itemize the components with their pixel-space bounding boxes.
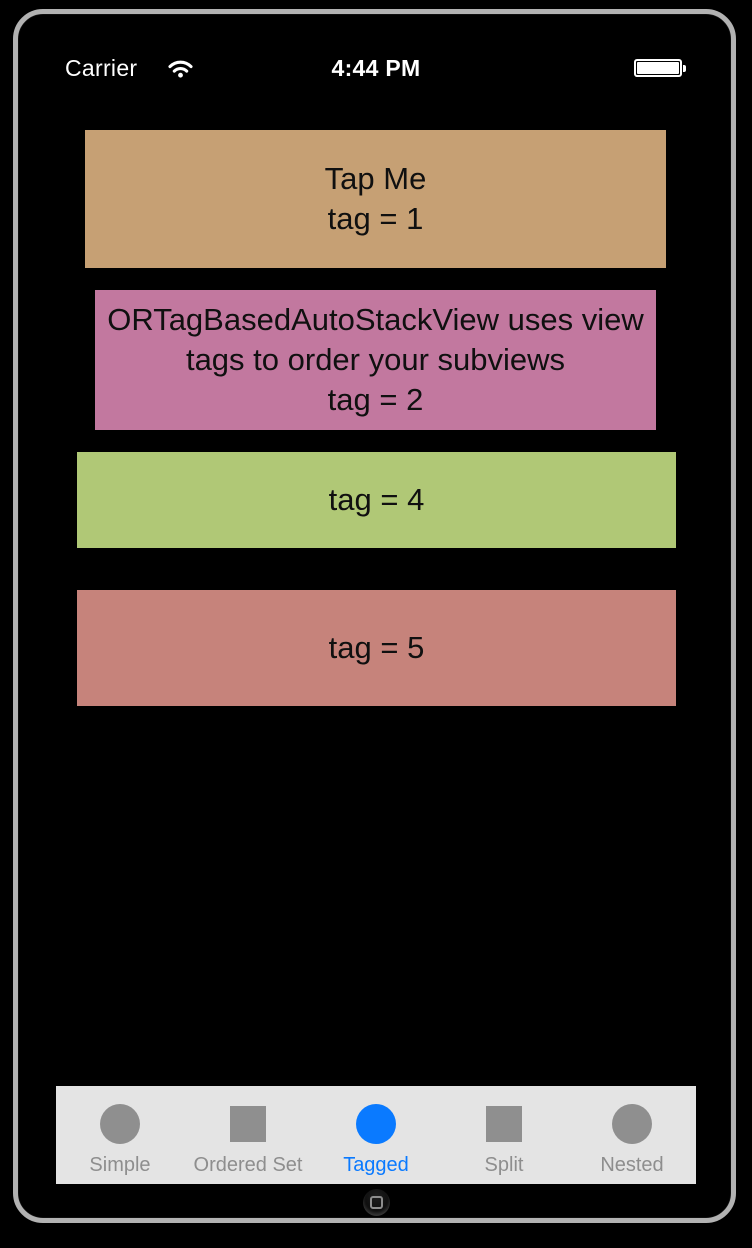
tab-label-tagged: Tagged [343, 1154, 409, 1176]
status-left-group: Carrier [65, 48, 193, 88]
time-label: 4:44 PM [331, 54, 421, 81]
screen: Carrier 4:44 PM Tap Me tag = 1 ORTagBase… [56, 48, 696, 1184]
stack-view-tag-5: tag = 5 [77, 590, 676, 706]
carrier-label: Carrier [65, 54, 138, 81]
circle-icon [356, 1104, 396, 1144]
tag-5-label: tag = 5 [328, 630, 425, 665]
tab-label-nested: Nested [600, 1154, 664, 1176]
stack-view-tag-1[interactable]: Tap Me tag = 1 [85, 130, 666, 268]
circle-icon [100, 1104, 140, 1144]
square-icon [230, 1106, 266, 1142]
tap-me-label: Tap Me [324, 161, 427, 196]
home-square-icon [370, 1196, 383, 1209]
tab-simple[interactable]: Simple [56, 1086, 184, 1184]
status-right-group [634, 48, 686, 88]
tab-label-split: Split [484, 1154, 524, 1176]
tab-bar: Simple Ordered Set Tagged Split Nested [56, 1086, 696, 1184]
stack-view-tag-2: ORTagBasedAutoStackView uses view tags t… [95, 290, 656, 430]
tab-nested[interactable]: Nested [568, 1086, 696, 1184]
stack-view-tag-4: tag = 4 [77, 452, 676, 548]
circle-icon [612, 1104, 652, 1144]
home-button[interactable] [363, 1189, 390, 1216]
status-bar: Carrier 4:44 PM [56, 48, 696, 88]
tab-label-simple: Simple [89, 1154, 151, 1176]
tab-tagged[interactable]: Tagged [312, 1086, 440, 1184]
square-icon [486, 1106, 522, 1142]
tag-2-label: tag = 2 [327, 382, 424, 417]
tab-split[interactable]: Split [440, 1086, 568, 1184]
tag-4-label: tag = 4 [328, 482, 425, 517]
wifi-icon [168, 60, 193, 78]
tab-label-ordered-set: Ordered Set [193, 1154, 303, 1176]
description-label: ORTagBasedAutoStackView uses view tags t… [107, 302, 644, 377]
battery-icon [634, 59, 686, 77]
tag-1-label: tag = 1 [327, 201, 424, 236]
tab-ordered-set[interactable]: Ordered Set [184, 1086, 312, 1184]
